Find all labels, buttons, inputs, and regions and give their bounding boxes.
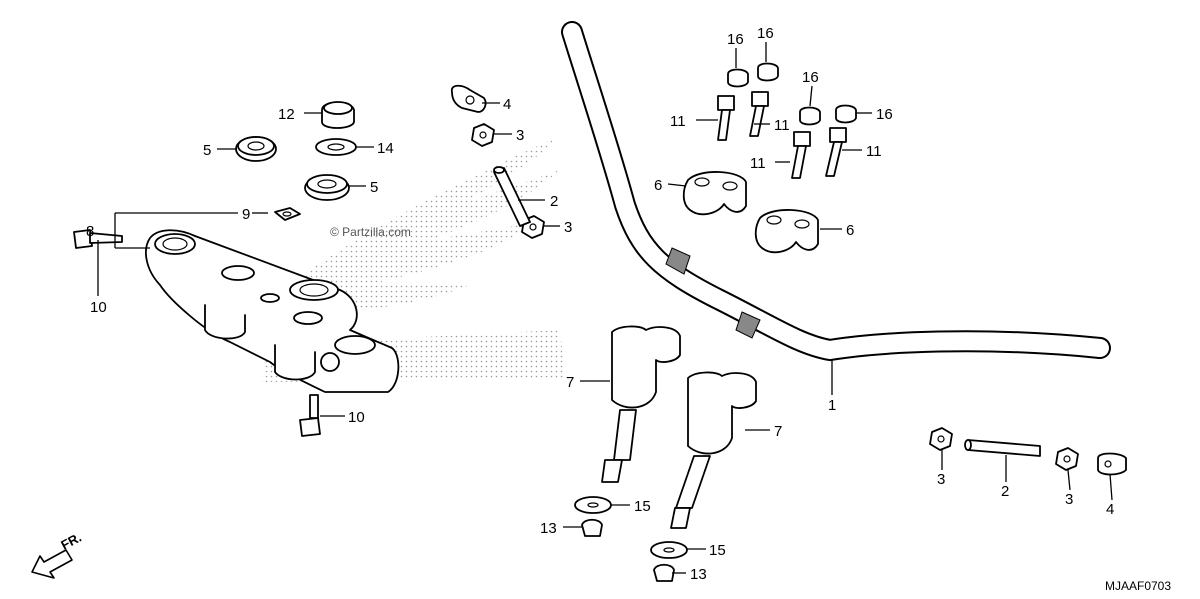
callout-2-upper: 2 [550,193,558,210]
shaft-2-upper[interactable] [493,166,531,227]
callout-9: 9 [242,206,250,223]
nut-3-lower-right[interactable] [1055,447,1079,471]
callout-4-lower: 4 [1106,501,1114,518]
diagram-code: MJAAF0703 [1105,579,1171,593]
callout-11-c: 11 [750,155,766,172]
callout-11-b: 11 [774,117,790,134]
clip-4-lower[interactable] [1097,452,1127,476]
shaft-2-lower[interactable] [964,439,1041,457]
callout-5-upper: 5 [203,142,211,159]
callout-7-right: 7 [774,423,782,440]
bolt-10-upper[interactable] [73,229,123,249]
holder-6-upper[interactable] [682,171,747,216]
callout-13-upper: 13 [540,520,557,537]
callout-3-upper: 3 [516,127,524,144]
riser-7-right[interactable] [670,371,757,529]
top-bridge-part[interactable] [145,229,400,393]
bolt-11-b[interactable] [749,91,769,137]
watermark-text: © Partzilla.com [330,225,411,239]
callout-1: 1 [828,397,836,414]
cap-16-b[interactable] [757,62,779,82]
nut-9[interactable] [274,207,301,221]
washer-14[interactable] [315,138,357,156]
callout-14: 14 [377,140,394,157]
nut-3-upper[interactable] [471,123,495,147]
cap-16-d[interactable] [835,104,857,124]
callout-7-left: 7 [566,374,574,391]
callout-16-a: 16 [727,31,744,48]
knurl-left [665,247,691,275]
washer-15-upper[interactable] [574,496,612,514]
leader-lines [97,42,1113,574]
riser-7-left[interactable] [601,325,681,483]
cap-12[interactable] [321,101,355,129]
nut-13-lower[interactable] [653,563,675,582]
bushing-5-upper[interactable] [235,136,277,162]
cap-16-c[interactable] [799,106,821,126]
front-direction-label: FR. [58,530,84,553]
callout-3-mid: 3 [564,219,572,236]
callout-3-lower-right: 3 [1065,491,1073,508]
callout-16-b: 16 [757,25,774,42]
callout-labels: 1 2 2 3 3 3 3 4 4 5 5 6 6 7 7 8 9 10 10 … [86,25,1114,583]
nut-13-upper[interactable] [581,518,603,537]
bolt-11-d[interactable] [825,127,847,177]
callout-4-upper: 4 [503,96,511,113]
bushing-5-lower[interactable] [304,174,350,201]
knurl-right [735,311,761,339]
cap-16-a[interactable] [727,68,749,88]
nut-3-lower-left[interactable] [929,427,953,451]
bolt-11-a[interactable] [717,95,735,141]
bolt-11-c[interactable] [791,131,811,179]
holder-6-lower[interactable] [754,209,819,254]
callout-10-upper: 10 [90,299,107,316]
callout-6-lower: 6 [846,222,854,239]
callout-16-c: 16 [802,69,819,86]
callout-15-lower: 15 [709,542,726,559]
handlebar-part[interactable] [561,21,1111,362]
callout-6-upper: 6 [654,177,662,194]
callout-11-d: 11 [866,143,882,160]
bolt-10-lower[interactable] [299,394,321,437]
callout-16-d: 16 [876,106,893,123]
callout-13-lower: 13 [690,566,707,583]
washer-15-lower[interactable] [650,541,688,559]
callout-11-a: 11 [670,113,686,130]
callout-10-lower: 10 [348,409,365,426]
callout-8: 8 [86,223,94,240]
callout-2-lower: 2 [1001,483,1009,500]
front-direction-indicator: FR. [31,530,84,579]
callout-15-upper: 15 [634,498,651,515]
callout-12: 12 [278,106,295,123]
callout-5-lower: 5 [370,179,378,196]
callout-3-lower-left: 3 [937,471,945,488]
clip-4-upper[interactable] [450,84,487,113]
